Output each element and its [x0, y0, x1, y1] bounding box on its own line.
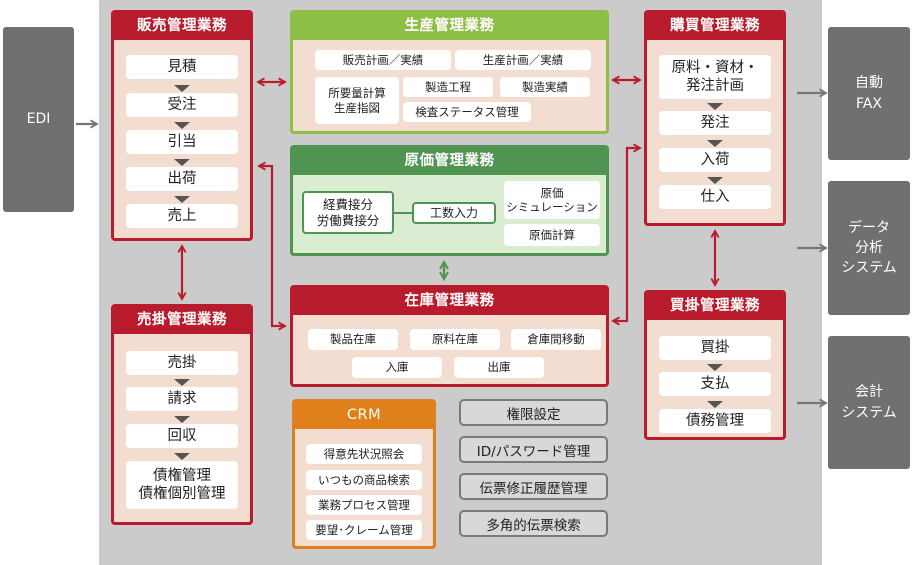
inventory-management-title: 在庫管理業務: [293, 288, 606, 315]
sales-management-title: 販売管理業務: [114, 13, 250, 40]
down-arrow-icon: [707, 401, 723, 408]
sales-step-sales: 売上: [126, 204, 238, 228]
production-management-box: 生産管理業務 販売計画／実績 生産計画／実績 所要量計算 生産指図 製造工程 製…: [290, 10, 609, 134]
common-slip-history: 伝票修正履歴管理: [459, 473, 608, 500]
production-item-mrp: 所要量計算 生産指図: [315, 77, 399, 124]
inventory-item-materials: 原料在庫: [410, 329, 500, 350]
down-arrow-icon: [174, 85, 190, 92]
down-arrow-icon: [174, 416, 190, 423]
purchasing-management-box: 購買管理業務 原料・資材・ 発注計画 発注 入荷 仕入: [644, 10, 786, 226]
production-item-sales-plan: 販売計画／実績: [315, 50, 451, 70]
crm-item-product-search: いつもの商品検索: [306, 470, 422, 490]
crm-item-customer-status: 得意先状況照会: [306, 444, 422, 464]
down-arrow-icon: [707, 177, 723, 184]
purchasing-step-plan: 原料・資材・ 発注計画: [659, 55, 771, 99]
receivables-management-box: 売掛管理業務 売掛 請求 回収 債権管理 債権個別管理: [111, 304, 253, 525]
sales-step-allocation: 引当: [126, 130, 238, 154]
receivables-step-credit: 債権管理 債権個別管理: [126, 461, 238, 509]
inventory-item-transfer: 倉庫間移動: [511, 329, 601, 350]
bidirectional-arrow-icon: [177, 75, 720, 331]
production-item-results: 製造実績: [500, 77, 590, 97]
crm-item-process: 業務プロセス管理: [306, 495, 422, 515]
sales-step-quote: 見積: [126, 55, 238, 79]
production-management-title: 生産管理業務: [293, 13, 606, 40]
inventory-item-products: 製品在庫: [308, 329, 398, 350]
fax-box: 自動 FAX: [828, 27, 910, 160]
cost-item-allocation: 経費接分 労働費接分: [302, 191, 394, 234]
sales-step-shipping: 出荷: [126, 167, 238, 191]
down-arrow-icon: [174, 453, 190, 460]
cost-item-calculation: 原価計算: [504, 224, 600, 246]
sales-step-order: 受注: [126, 93, 238, 117]
data-analysis-box: データ 分析 システム: [828, 181, 910, 315]
purchasing-step-purchase: 仕入: [659, 185, 771, 209]
accounting-box: 会計 システム: [828, 336, 910, 469]
external-arrow-icon: [76, 88, 828, 408]
crm-title: CRM: [295, 402, 433, 429]
payables-step-debt: 債務管理: [659, 409, 771, 433]
down-arrow-icon: [707, 364, 723, 371]
sales-management-box: 販売管理業務 見積 受注 引当 出荷 売上: [111, 10, 253, 241]
inventory-item-receiving: 入庫: [352, 357, 442, 378]
receivables-step-receivable: 売掛: [126, 351, 238, 375]
down-arrow-icon: [174, 159, 190, 166]
down-arrow-icon: [707, 140, 723, 147]
cost-item-labor-input: 工数入力: [412, 202, 496, 224]
production-item-inspection: 検査ステータス管理: [403, 102, 531, 122]
cost-management-title: 原価管理業務: [293, 148, 606, 175]
down-arrow-icon: [707, 103, 723, 110]
receivables-step-billing: 請求: [126, 387, 238, 411]
edi-box: EDI: [3, 27, 74, 212]
common-slip-search: 多角的伝票検索: [459, 510, 608, 537]
down-arrow-icon: [174, 196, 190, 203]
payables-step-payment: 支払: [659, 372, 771, 396]
payables-management-title: 買掛管理業務: [647, 293, 783, 320]
connector-line: [394, 212, 412, 214]
payables-step-payable: 買掛: [659, 336, 771, 360]
purchasing-management-title: 購買管理業務: [647, 13, 783, 40]
common-id-password: ID/パスワード管理: [459, 436, 608, 463]
purchasing-step-order: 発注: [659, 111, 771, 135]
inventory-management-box: 在庫管理業務 製品在庫 原料在庫 倉庫間移動 入庫 出庫: [290, 285, 609, 387]
payables-management-box: 買掛管理業務 買掛 支払 債務管理: [644, 290, 786, 440]
purchasing-step-arrival: 入荷: [659, 148, 771, 172]
production-item-process: 製造工程: [403, 77, 493, 97]
receivables-step-collection: 回収: [126, 424, 238, 448]
inventory-item-shipping: 出庫: [454, 357, 544, 378]
down-arrow-icon: [174, 122, 190, 129]
crm-item-claims: 要望･クレーム管理: [306, 520, 422, 540]
common-permission: 権限設定: [459, 399, 608, 426]
cost-item-simulation: 原価 シミュレーション: [504, 181, 600, 219]
production-item-production-plan: 生産計画／実績: [455, 50, 591, 70]
receivables-management-title: 売掛管理業務: [114, 307, 250, 334]
down-arrow-icon: [174, 379, 190, 386]
crm-box: CRM 得意先状況照会 いつもの商品検索 業務プロセス管理 要望･クレーム管理: [292, 399, 436, 549]
cost-management-box: 原価管理業務 経費接分 労働費接分 工数入力 原価 シミュレーション 原価計算: [290, 145, 609, 256]
